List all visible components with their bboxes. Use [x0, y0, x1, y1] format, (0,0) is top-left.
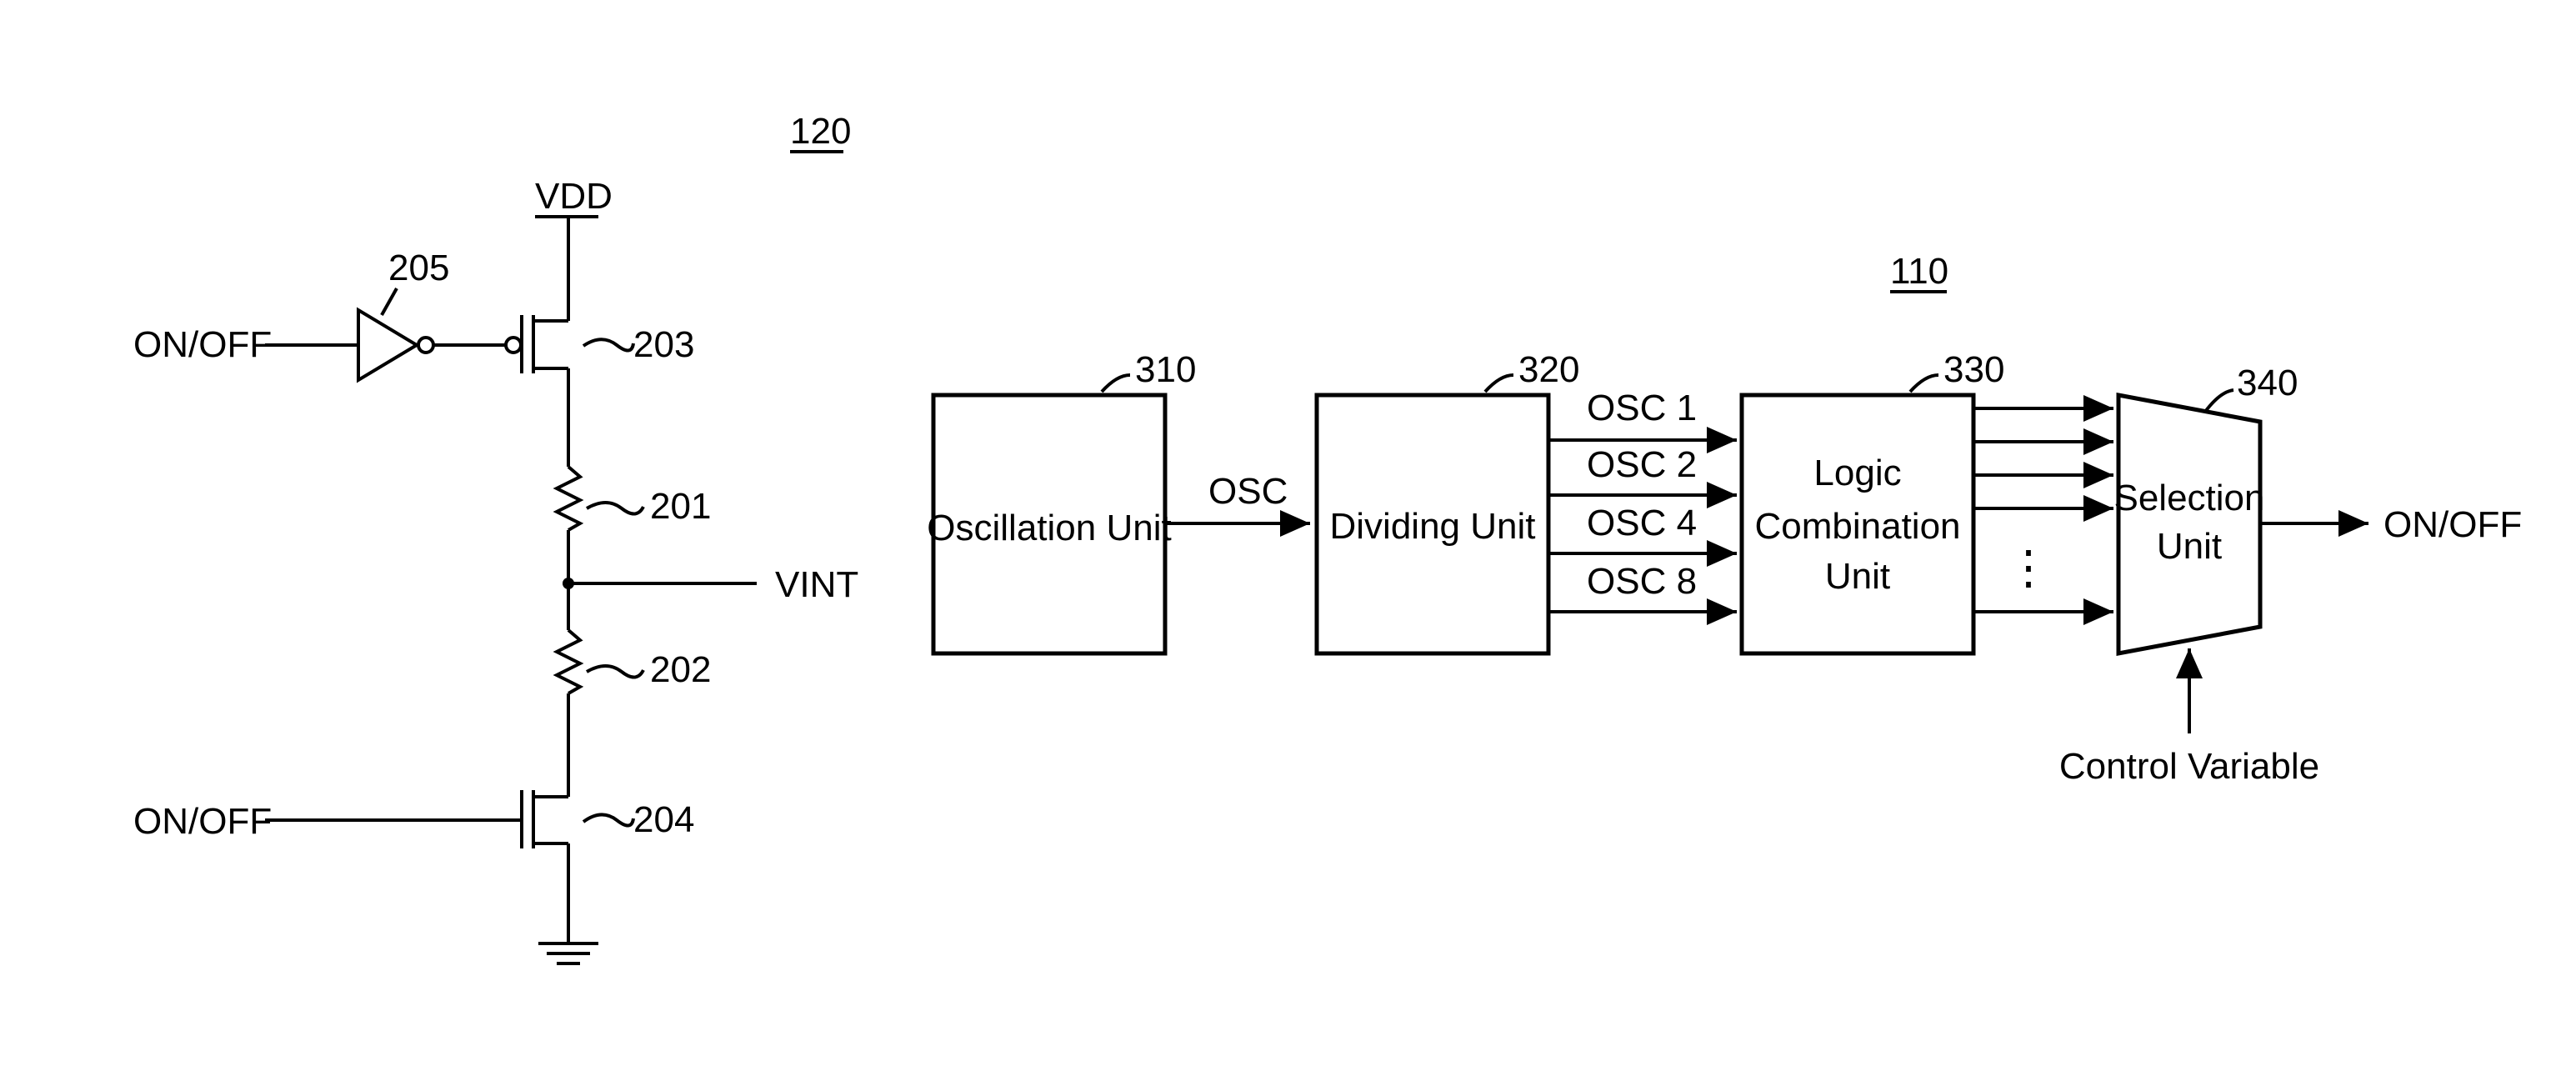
inverter-ref-label: 205	[388, 248, 449, 288]
circuit-ref-label: 120	[790, 111, 851, 152]
inverter-leader	[382, 288, 397, 315]
osc8-label: OSC 8	[1587, 561, 1697, 602]
resistor-top-leader	[587, 503, 643, 514]
resistor-bottom-ref-label: 202	[650, 649, 711, 690]
logic-unit-ref: 330	[1943, 349, 2004, 390]
osc1-label: OSC 1	[1587, 388, 1697, 428]
ground-symbol	[538, 943, 598, 963]
oscillation-unit-leader	[1102, 375, 1130, 392]
logic-unit-label-line1: Logic	[1813, 453, 1901, 493]
selection-unit-label-line2: Unit	[2157, 526, 2222, 567]
dividing-unit-leader	[1485, 375, 1513, 392]
pulse-generator-block-diagram: 110 Oscillation Unit 310 OSC Dividing Un…	[927, 251, 2522, 787]
control-variable-label: Control Variable	[2059, 746, 2319, 787]
logic-unit-leader	[1910, 375, 1938, 392]
selection-unit-label-line1: Selection	[2113, 478, 2264, 518]
on-off-output-label: ON/OFF	[2383, 504, 2522, 545]
dividing-unit-ref: 320	[1518, 349, 1579, 390]
voltage-regulator-circuit: 120 VDD 203 ON/OFF 205 201	[133, 111, 858, 963]
input-on-off-bottom: ON/OFF	[133, 801, 272, 842]
pmos-transistor-203	[506, 315, 568, 373]
selection-unit-ref: 340	[2237, 363, 2298, 403]
dividing-unit-label: Dividing Unit	[1330, 506, 1536, 547]
pmos-gate-bubble	[506, 338, 521, 353]
pmos-leader	[583, 339, 633, 350]
osc4-label: OSC 4	[1587, 503, 1697, 543]
selection-unit-shape	[2118, 395, 2260, 653]
inverter-205	[358, 310, 433, 380]
selection-unit-leader	[2205, 390, 2233, 412]
block-ref-label: 110	[1890, 251, 1948, 292]
input-on-off-top: ON/OFF	[133, 324, 272, 365]
vdd-label: VDD	[535, 176, 613, 217]
osc2-label: OSC 2	[1587, 444, 1697, 485]
oscillation-unit-label: Oscillation Unit	[927, 508, 1171, 548]
nmos-transistor-204	[522, 790, 568, 848]
vint-label: VINT	[775, 564, 858, 605]
oscillation-unit-ref: 310	[1135, 349, 1196, 390]
resistor-top-ref-label: 201	[650, 486, 711, 527]
ellipsis-vertical: ⋮	[2005, 541, 2052, 593]
pmos-ref-label: 203	[633, 324, 694, 365]
osc-signal-label: OSC	[1208, 471, 1288, 512]
logic-unit-label-line2: Combination	[1754, 506, 1960, 547]
resistor-bottom-leader	[587, 666, 643, 678]
nmos-ref-label: 204	[633, 799, 694, 840]
resistor-201	[557, 467, 580, 530]
logic-unit-label-line3: Unit	[1825, 556, 1890, 597]
nmos-leader	[583, 814, 633, 825]
resistor-202	[557, 630, 580, 693]
